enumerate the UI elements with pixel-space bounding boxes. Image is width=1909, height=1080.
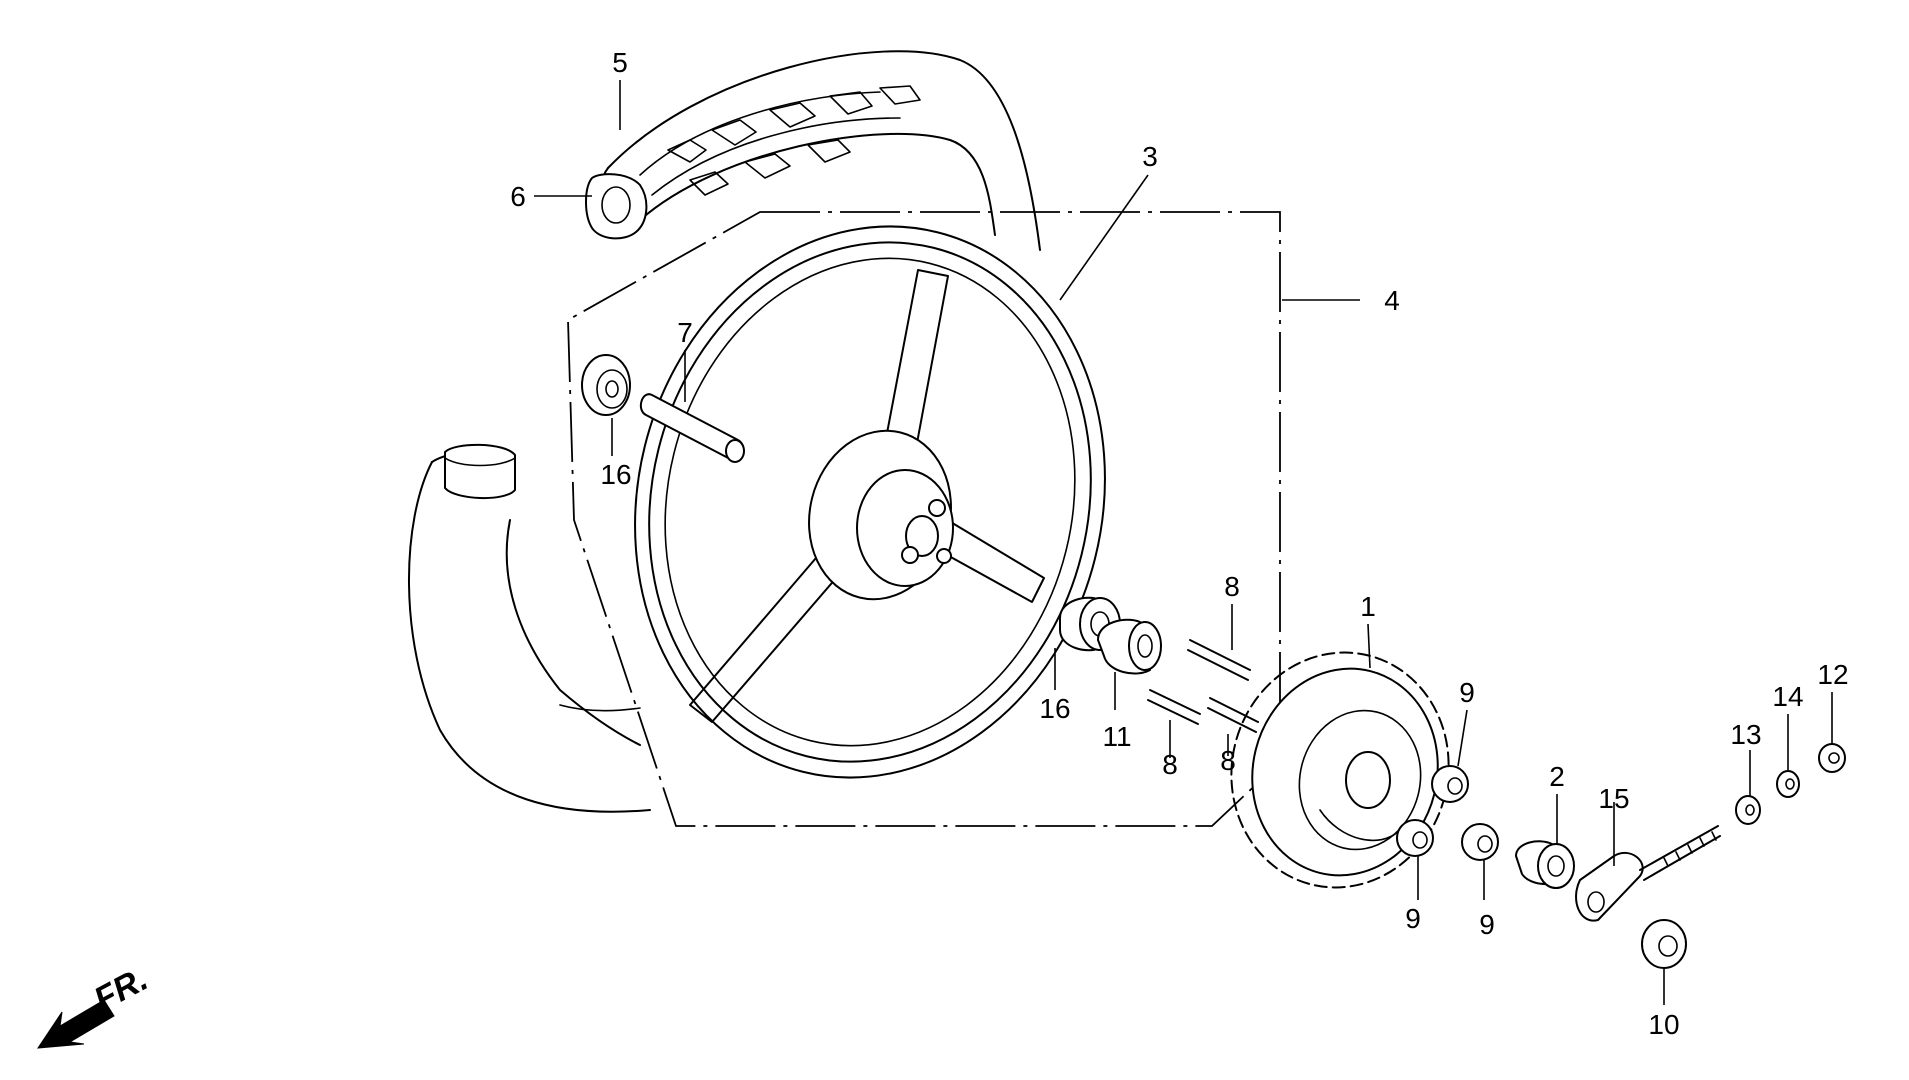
tire [601, 50, 1041, 251]
axle-distance-collar [1515, 840, 1575, 889]
cast-wheel [634, 225, 1106, 779]
stud-bolts [1147, 639, 1259, 733]
axle-collar [639, 393, 745, 463]
front-direction-marker: FR. [37, 960, 154, 1049]
callout-9-left: 9 [1405, 903, 1421, 934]
callout-8-right: 8 [1220, 745, 1236, 776]
callout-labels: 5 6 3 4 7 16 8 1 16 11 8 8 9 9 9 2 15 10… [510, 47, 1848, 1040]
callout-6: 6 [510, 181, 526, 212]
callout-5: 5 [612, 47, 628, 78]
callout-3: 3 [1142, 141, 1158, 172]
callout-1: 1 [1360, 591, 1376, 622]
callout-8-top: 8 [1224, 571, 1240, 602]
front-direction-arrow-icon [37, 999, 115, 1049]
adjuster-nut [1818, 743, 1846, 773]
callout-9-top: 9 [1459, 677, 1475, 708]
callout-9-right: 9 [1479, 909, 1495, 940]
axle-nut [1641, 919, 1687, 969]
lock-washer [1776, 770, 1800, 798]
callout-10: 10 [1648, 1009, 1679, 1040]
callout-8-left: 8 [1162, 749, 1178, 780]
fender [408, 443, 651, 813]
callout-4: 4 [1384, 285, 1400, 316]
wheel-assembly-boundary [567, 211, 1281, 827]
leader-lines [534, 80, 1833, 1005]
callout-2: 2 [1549, 761, 1565, 792]
hub-damper [1097, 618, 1162, 675]
callout-13: 13 [1730, 719, 1761, 750]
callout-16-left: 16 [600, 459, 631, 490]
callout-14: 14 [1772, 681, 1803, 712]
callout-16-right: 16 [1039, 693, 1070, 724]
bearing-left [581, 354, 631, 416]
inner-tube [585, 173, 648, 240]
callout-12: 12 [1817, 659, 1848, 690]
callout-15: 15 [1598, 783, 1629, 814]
driven-sprocket [1230, 651, 1450, 889]
adjuster-washer [1735, 795, 1761, 825]
callout-7: 7 [677, 317, 693, 348]
callout-11: 11 [1102, 721, 1131, 752]
sprocket-nuts [1396, 765, 1499, 861]
chain-adjuster [1575, 825, 1721, 922]
